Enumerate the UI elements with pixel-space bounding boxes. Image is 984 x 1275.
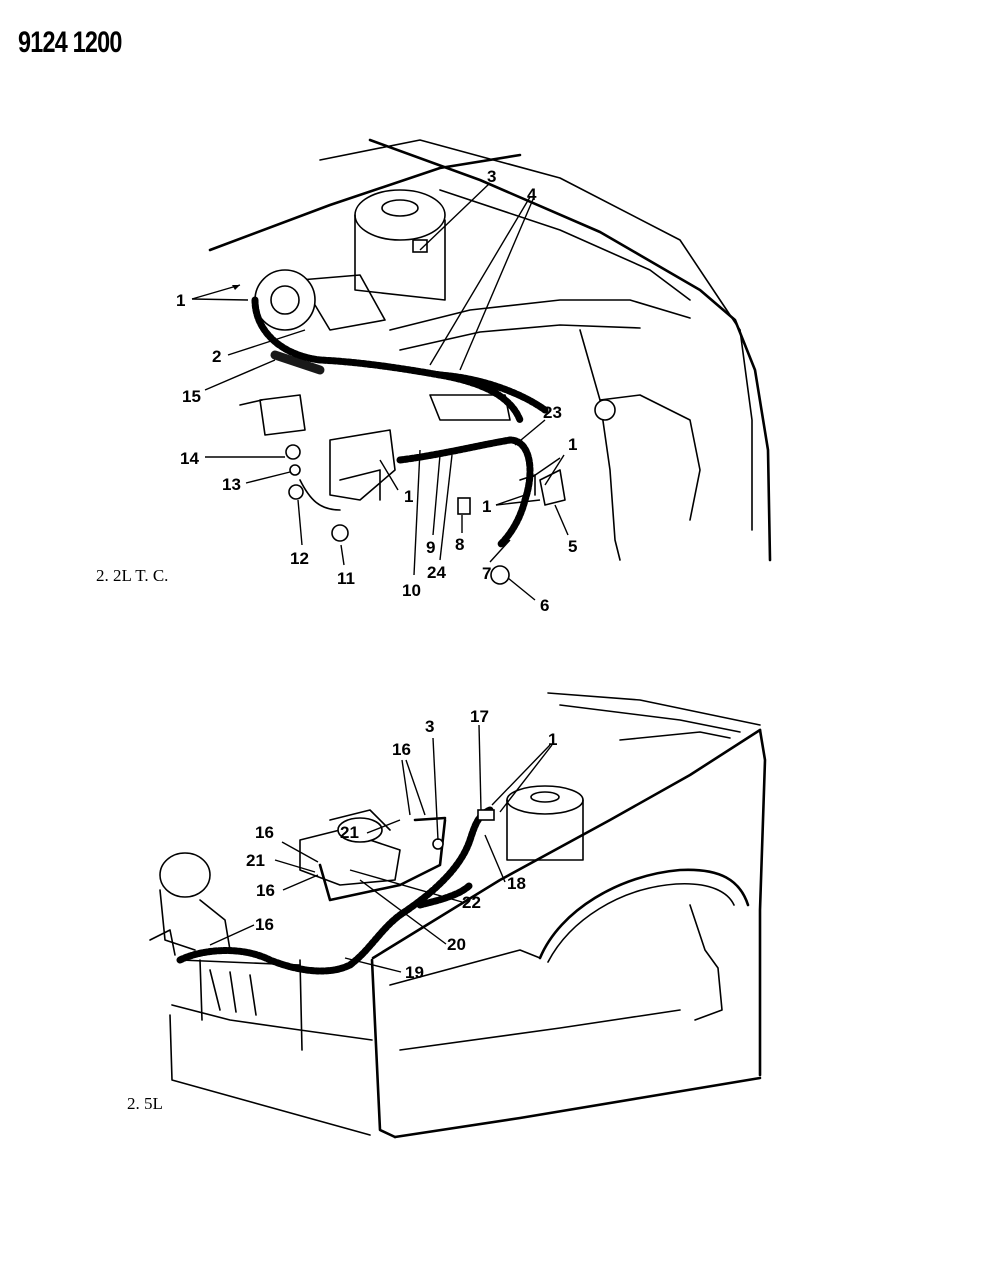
callout: 5 [568,537,577,556]
callouts-top: 1 2 15 3 4 14 13 12 11 1 10 9 24 8 23 1 … [176,167,577,615]
callout: 23 [543,403,562,422]
callout: 4 [527,185,537,204]
document-number: 9124 1200 [18,26,122,59]
callout: 16 [255,823,274,842]
callout: 20 [447,935,466,954]
callout: 1 [404,487,413,506]
callout: 3 [487,167,496,186]
callout: 16 [255,915,274,934]
callout: 16 [392,740,411,759]
callout: 24 [427,563,446,582]
callout: 2 [212,347,221,366]
callout: 12 [290,549,309,568]
callout: 8 [455,535,464,554]
callout: 7 [482,564,491,583]
callout: 21 [340,823,359,842]
callout: 9 [426,538,435,557]
callout: 16 [256,881,275,900]
callout: 18 [507,874,526,893]
callout: 14 [180,449,199,468]
callouts-bottom: 3 17 1 16 21 16 21 16 16 22 18 20 19 [246,707,557,982]
callout: 1 [482,497,491,516]
callout: 1 [548,730,557,749]
engine-bay-illustration-top [208,138,772,585]
callout: 11 [337,569,355,588]
callout: 17 [470,707,489,726]
callout: 13 [222,475,241,494]
view-caption-2-2l: 2. 2L T. C. [96,566,169,585]
view-caption-2-5l: 2. 5L [127,1094,163,1113]
callout: 10 [402,581,421,600]
callout: 22 [462,893,481,912]
callout: 1 [176,291,185,310]
callout: 15 [182,387,201,406]
callout: 21 [246,851,265,870]
callout: 3 [425,717,434,736]
leader-lines-bottom [209,724,553,973]
callout: 19 [405,963,424,982]
callout: 1 [568,435,577,454]
engine-bay-illustration-bottom [149,692,767,1139]
leader-lines-top [191,182,569,601]
callout: 6 [540,596,549,615]
